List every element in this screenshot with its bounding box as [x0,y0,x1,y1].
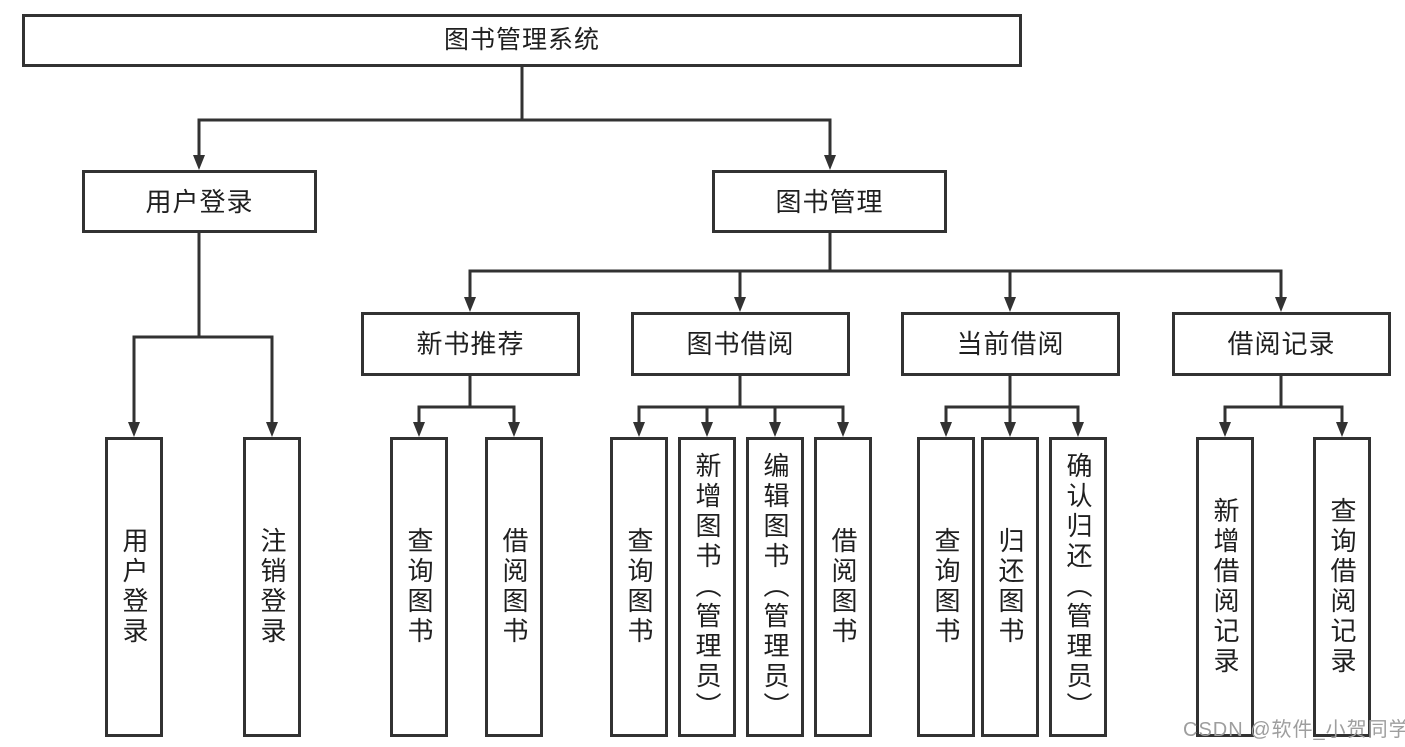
leaf-bb-edit-book-label: 编辑图书（管理员） [760,452,790,722]
leaf-nbr-query-book: 查询图书 [390,437,448,737]
leaf-user-login-label: 用户登录 [119,527,149,647]
node-new-book-recommend-label: 新书推荐 [416,329,525,359]
node-book-management-label: 图书管理 [775,186,884,217]
leaf-logout: 注销登录 [243,437,301,737]
node-book-management: 图书管理 [712,170,947,233]
leaf-br-query-record-label: 查询借阅记录 [1327,497,1357,677]
leaf-nbr-borrow-book: 借阅图书 [485,437,543,737]
leaf-br-query-record: 查询借阅记录 [1313,437,1371,737]
node-root-label: 图书管理系统 [443,26,600,54]
leaf-logout-label: 注销登录 [257,527,287,647]
node-book-borrow: 图书借阅 [631,312,850,376]
leaf-nbr-query-book-label: 查询图书 [404,527,434,647]
node-current-borrow-label: 当前借阅 [956,329,1065,359]
leaf-cb-confirm-return: 确认归还（管理员） [1049,437,1107,737]
leaf-bb-borrow-book: 借阅图书 [814,437,872,737]
leaf-nbr-borrow-book-label: 借阅图书 [499,527,529,647]
csdn-watermark: CSDN @软件_小贺同学 [1183,719,1405,741]
node-borrow-record-label: 借阅记录 [1227,329,1336,359]
node-user-login: 用户登录 [82,170,317,233]
node-current-borrow: 当前借阅 [901,312,1120,376]
leaf-cb-return-book: 归还图书 [981,437,1039,737]
leaf-cb-query-book-label: 查询图书 [931,527,961,647]
leaf-bb-add-book-label: 新增图书（管理员） [692,452,722,722]
leaf-bb-add-book: 新增图书（管理员） [678,437,736,737]
node-new-book-recommend: 新书推荐 [361,312,580,376]
leaf-cb-confirm-return-label: 确认归还（管理员） [1063,452,1093,722]
leaf-cb-query-book: 查询图书 [917,437,975,737]
leaf-bb-query-book-label: 查询图书 [624,527,654,647]
node-user-login-label: 用户登录 [145,186,254,217]
leaf-bb-query-book: 查询图书 [610,437,668,737]
node-book-borrow-label: 图书借阅 [686,329,795,359]
leaf-user-login: 用户登录 [105,437,163,737]
leaf-bb-borrow-book-label: 借阅图书 [828,527,858,647]
node-borrow-record: 借阅记录 [1172,312,1391,376]
leaf-br-add-record: 新增借阅记录 [1196,437,1254,737]
leaf-cb-return-book-label: 归还图书 [995,527,1025,647]
leaf-br-add-record-label: 新增借阅记录 [1210,497,1240,677]
leaf-bb-edit-book: 编辑图书（管理员） [746,437,804,737]
node-root: 图书管理系统 [22,14,1022,67]
